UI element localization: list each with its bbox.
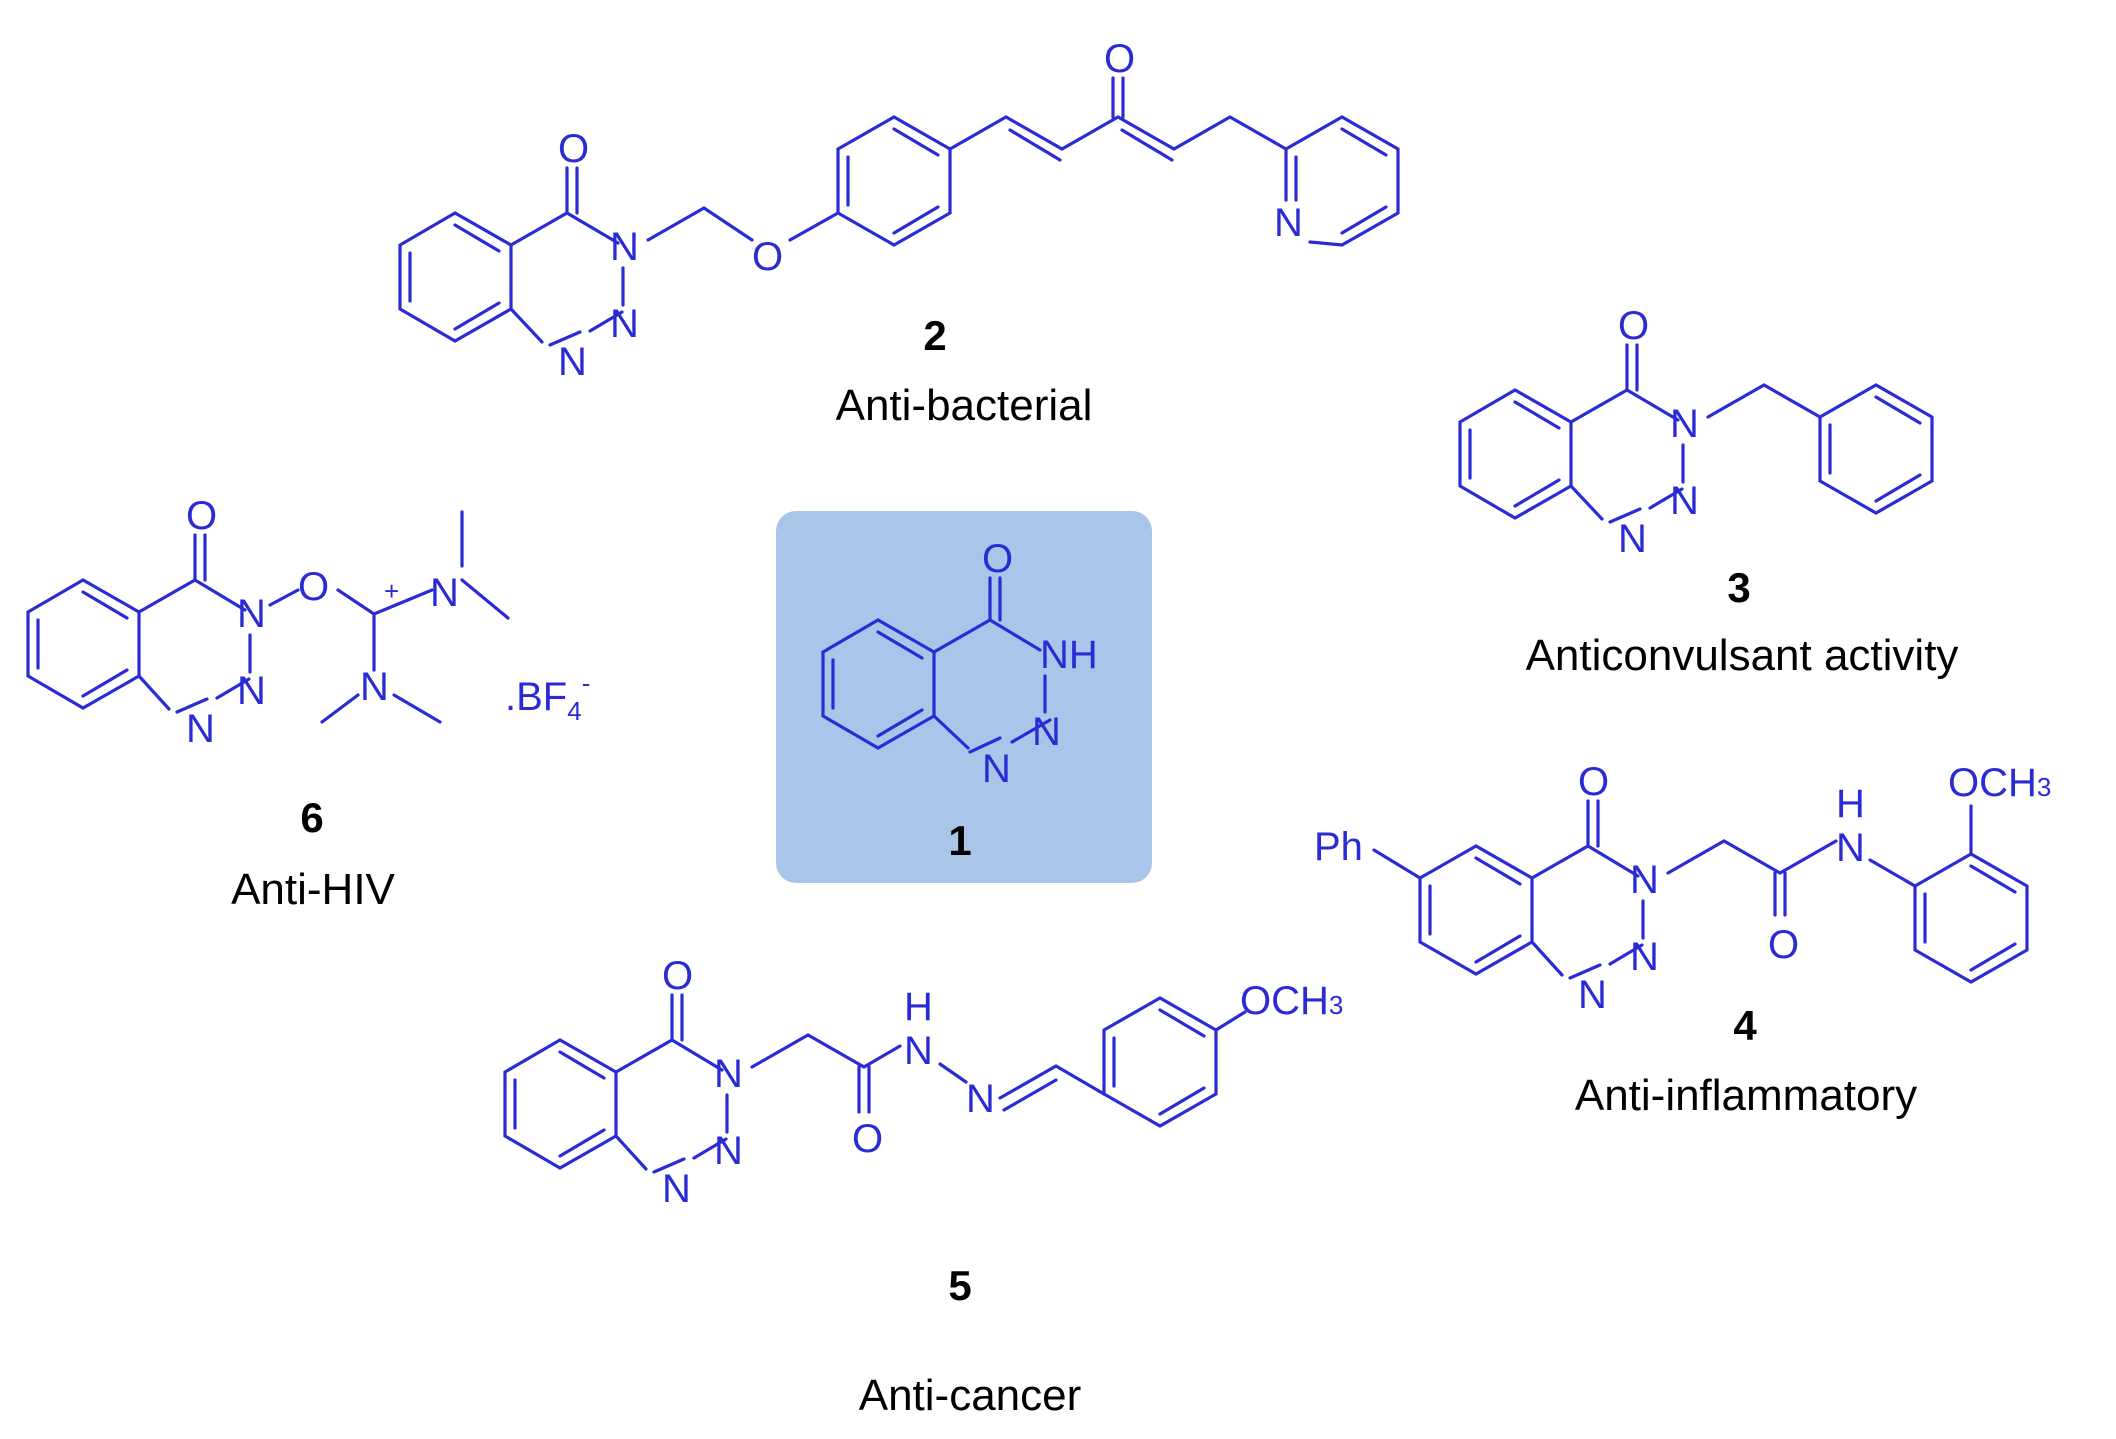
activity-label: Anti-bacterial <box>836 381 1093 430</box>
compound-4: Ph O N N N O N H OCH3 4 Anti-infla <box>1314 760 2051 1120</box>
atom-N: N <box>558 340 587 384</box>
atom-H: H <box>1836 782 1865 826</box>
atom-BF4: .BF4- <box>505 668 590 726</box>
atom-N: N <box>186 707 215 751</box>
atom-O: O <box>662 954 693 998</box>
atom-O: O <box>1104 37 1135 81</box>
atom-N: N <box>610 225 639 269</box>
atom-N: N <box>1274 201 1303 245</box>
atom-H: H <box>904 985 933 1029</box>
activity-label: Anticonvulsant activity <box>1526 631 1959 680</box>
compound-2: O N N N O O N 2 Anti-bacterial <box>398 37 1400 430</box>
highlight-box <box>776 511 1152 883</box>
compound-3-structure: O N N N <box>1458 304 1934 561</box>
compound-number: 2 <box>923 312 946 359</box>
atom-N: N <box>714 1129 743 1173</box>
atom-O: O <box>558 127 589 171</box>
atom-N: N <box>904 1029 933 1073</box>
atom-N: N <box>1630 858 1659 902</box>
activity-label: Anti-HIV <box>231 865 395 914</box>
activity-label: Anti-inflammatory <box>1575 1071 1917 1120</box>
compound-1-structure: O NH N N <box>821 537 1098 791</box>
compound-number: 1 <box>948 817 971 864</box>
atom-N: N <box>1670 402 1699 446</box>
atom-O: O <box>1618 304 1649 348</box>
compound-4-structure: Ph O N N N O N H OCH3 <box>1314 760 2051 1017</box>
compound-5: O N N N O N H N OCH3 5 Anti-cancer <box>503 954 1343 1420</box>
atom-N: N <box>1032 710 1061 754</box>
atom-N: N <box>714 1052 743 1096</box>
atom-N: N <box>1578 973 1607 1017</box>
compound-3: O N N N 3 Anticonvulsant activity <box>1458 304 1959 680</box>
compound-number: 4 <box>1733 1002 1757 1049</box>
atom-O: O <box>186 494 217 538</box>
atom-O: O <box>1578 760 1609 804</box>
atom-plus: + <box>384 576 399 606</box>
atom-N: N <box>360 665 389 709</box>
atom-O: O <box>982 537 1013 581</box>
compound-5-structure: O N N N O N H N OCH3 <box>503 954 1343 1211</box>
atom-N: N <box>662 1167 691 1211</box>
atom-N: N <box>1670 479 1699 523</box>
atom-N: N <box>237 592 266 636</box>
atom-N: N <box>1630 935 1659 979</box>
compound-6-structure: O N N N O + N N .BF4- <box>26 494 590 751</box>
compound-1: O NH N N 1 <box>776 511 1152 883</box>
atom-N: N <box>610 302 639 346</box>
atom-Ph: Ph <box>1314 825 1363 869</box>
atom-OCH3: OCH3 <box>1240 979 1343 1023</box>
atom-NH: NH <box>1040 633 1098 677</box>
atom-O: O <box>1768 923 1799 967</box>
compound-2-structure: O N N N O O N <box>398 37 1400 384</box>
atom-O: O <box>752 235 783 279</box>
compound-6: O N N N O + N N .BF4- 6 Anti-HIV <box>26 494 590 914</box>
atom-N: N <box>1618 517 1647 561</box>
atom-OCH3: OCH3 <box>1948 761 2051 805</box>
atom-N: N <box>966 1077 995 1121</box>
compound-number: 3 <box>1727 564 1750 611</box>
activity-label: Anti-cancer <box>859 1371 1082 1420</box>
atom-N: N <box>1836 826 1865 870</box>
atom-O: O <box>298 565 329 609</box>
atom-N: N <box>237 669 266 713</box>
compound-number: 6 <box>300 794 323 841</box>
atom-N: N <box>982 747 1011 791</box>
atom-O: O <box>852 1117 883 1161</box>
atom-N: N <box>430 571 459 615</box>
compound-number: 5 <box>948 1262 971 1309</box>
